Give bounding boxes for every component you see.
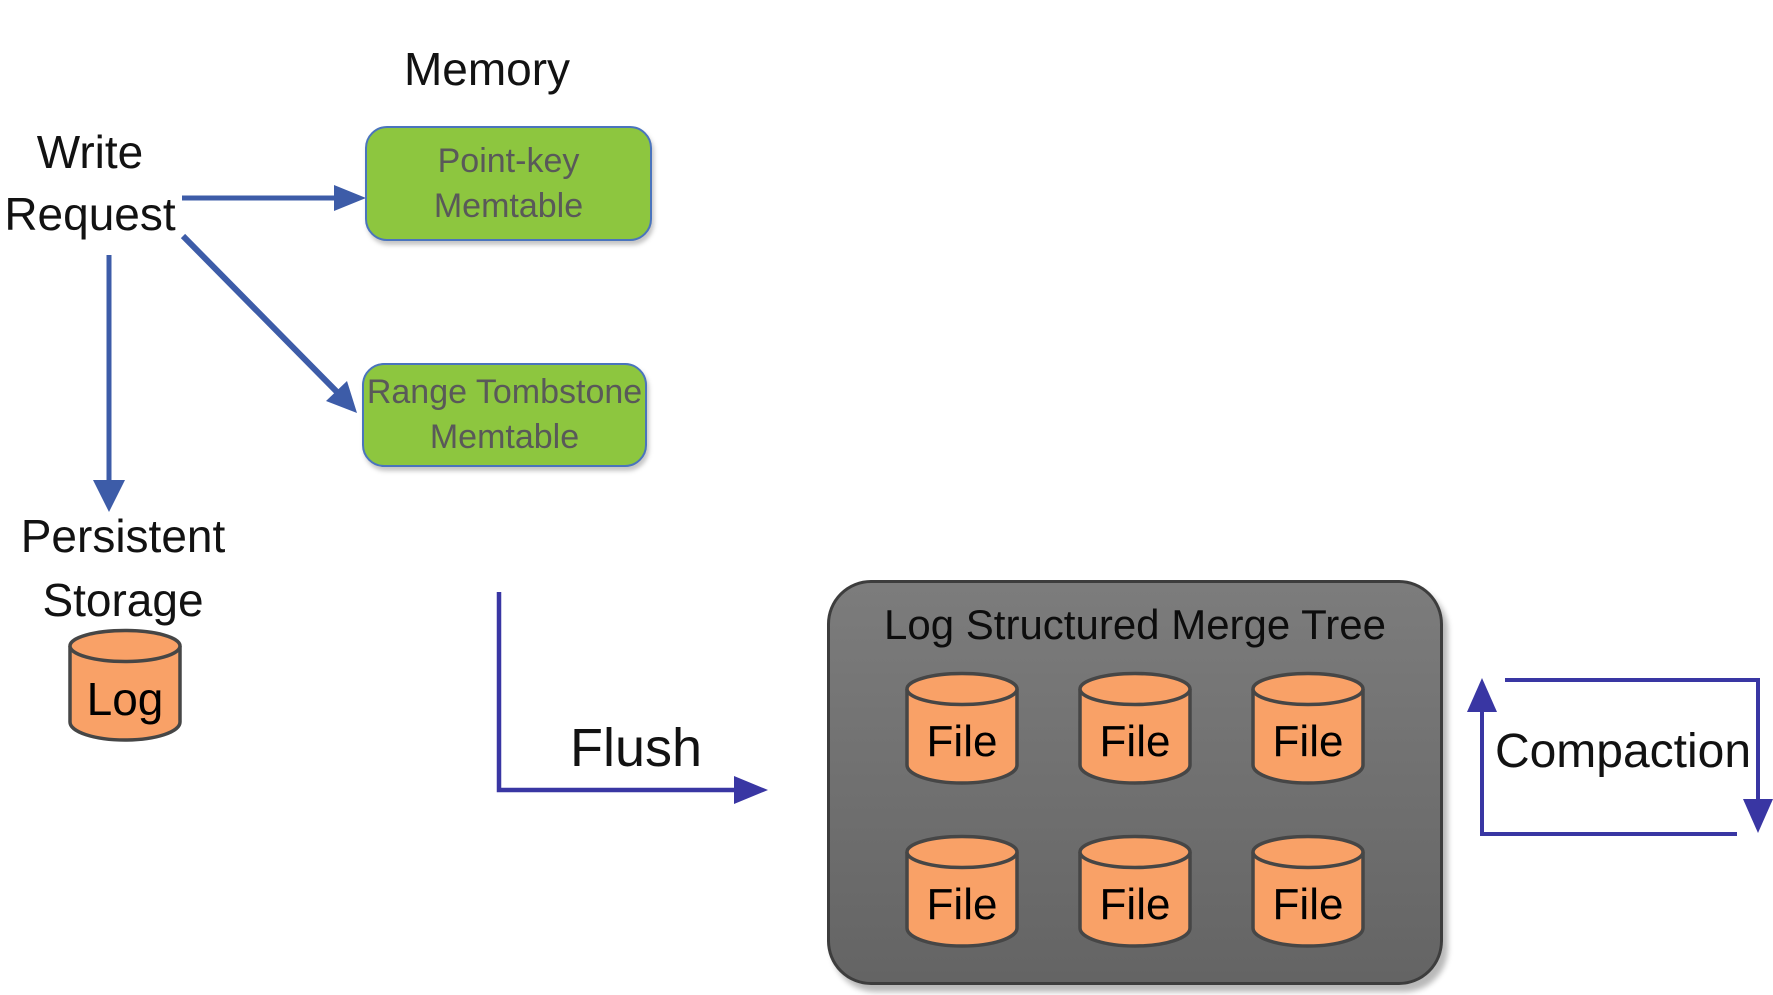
file-cylinder: File bbox=[904, 670, 1020, 786]
point-key-memtable-box: Point-key Memtable bbox=[365, 126, 652, 241]
write-to-pointkey-arrow bbox=[182, 185, 366, 211]
memory-label: Memory bbox=[403, 43, 571, 95]
file-cylinder: File bbox=[904, 833, 1020, 949]
file-cylinder-label: File bbox=[1272, 880, 1344, 929]
file-cylinder: File bbox=[1077, 833, 1193, 949]
write-to-rangetombstone-arrow bbox=[180, 233, 357, 413]
flush-label: Flush bbox=[569, 718, 703, 778]
compaction-label: Compaction bbox=[1494, 725, 1752, 778]
log-cylinder-label: Log bbox=[86, 673, 164, 725]
write-to-log-arrow bbox=[93, 255, 125, 512]
range-tombstone-memtable-box: Range Tombstone Memtable bbox=[362, 363, 647, 467]
log-cylinder: Log bbox=[67, 627, 183, 743]
file-cylinder: File bbox=[1250, 833, 1366, 949]
persistent-storage-label: Persistent Storage bbox=[20, 510, 226, 627]
file-cylinder: File bbox=[1077, 670, 1193, 786]
file-cylinder-label: File bbox=[1272, 717, 1344, 766]
file-cylinder-label: File bbox=[1099, 880, 1171, 929]
point-key-memtable-label: Point-key Memtable bbox=[433, 141, 584, 225]
file-cylinder-label: File bbox=[926, 880, 998, 929]
lsm-title: Log Structured Merge Tree bbox=[884, 601, 1386, 648]
lsm-tree-container: Log Structured Merge Tree File File File… bbox=[827, 580, 1443, 985]
range-tombstone-memtable-label: Range Tombstone Memtable bbox=[366, 373, 643, 456]
file-cylinder-label: File bbox=[926, 717, 998, 766]
file-cylinder: File bbox=[1250, 670, 1366, 786]
file-cylinder-label: File bbox=[1099, 717, 1171, 766]
write-request-label: Write Request bbox=[4, 126, 176, 241]
